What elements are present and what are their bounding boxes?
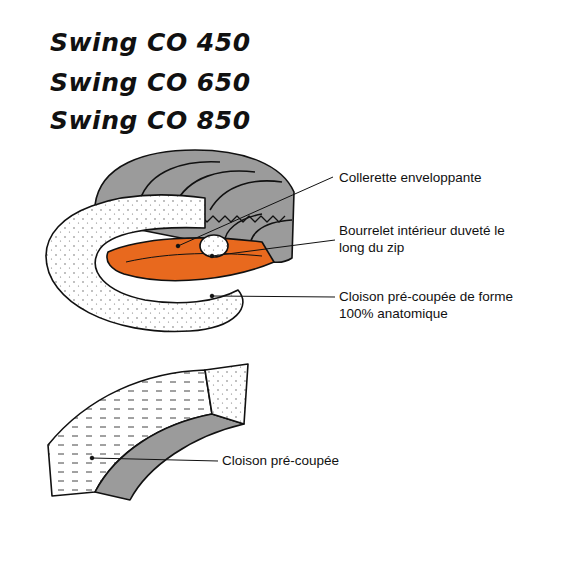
- part-label: Bourrelet intérieur duveté le long du zi…: [337, 222, 509, 256]
- part-label: Cloison pré-coupée de forme 100% anatomi…: [337, 288, 541, 322]
- part-label: Collerette enveloppante: [337, 169, 484, 186]
- product-title: Swing CO 850: [50, 106, 251, 136]
- product-title: Swing CO 450: [50, 28, 251, 58]
- baffle-piece: [48, 364, 248, 500]
- leader-lines: [90, 456, 218, 461]
- leader-lines: [176, 177, 335, 298]
- part-label: Cloison pré-coupée: [220, 452, 341, 469]
- sleeping-bag-section: [46, 150, 294, 331]
- product-title: Swing CO 650: [50, 68, 251, 98]
